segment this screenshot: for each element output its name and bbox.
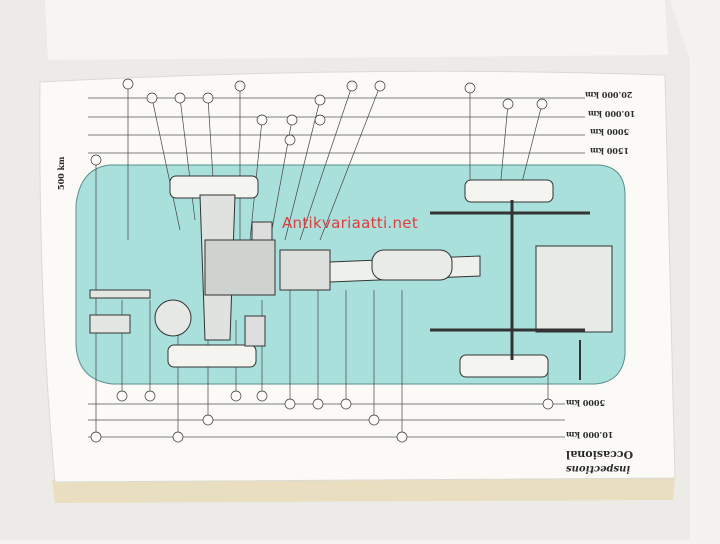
facing-page [45,0,668,60]
label-5000-km: 5000 km [590,127,630,137]
label-1500-km: 1500 km [590,146,630,156]
label-10000-km-bottom: 10.000 km [566,430,614,440]
page-edge-stack [52,478,675,503]
label-10000-km: 10.000 km [588,109,636,119]
label-20000-km: 20.000 km [585,90,633,100]
chassis-drawing [89,175,613,380]
label-occasional: Occasional [566,448,634,461]
service-lines-bottom [88,403,565,438]
service-lines-top [88,97,585,154]
label-5000-km-bottom: 5000 km [566,398,606,408]
callout-circles [90,78,554,443]
watermark-text: Antikvariaatti.net [282,214,419,232]
label-inspections: inspections [566,463,631,474]
label-500-km: 500 km [56,156,66,191]
